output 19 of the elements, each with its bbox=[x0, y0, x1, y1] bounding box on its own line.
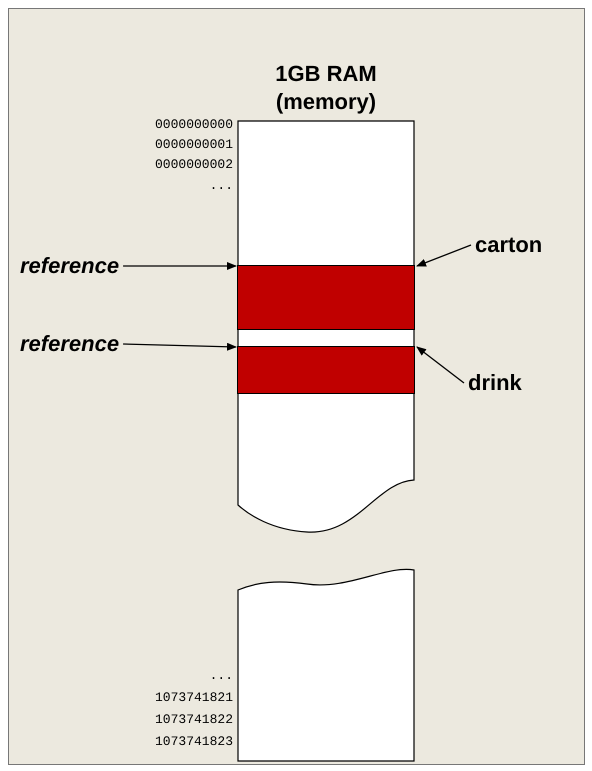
arrow bbox=[123, 262, 237, 270]
arrow bbox=[123, 342, 237, 351]
address-label: 1073741823 bbox=[154, 734, 233, 749]
heading: 1GB RAM (memory) bbox=[274, 60, 378, 116]
pointer-label: reference bbox=[20, 329, 120, 359]
address-label: 0000000001 bbox=[154, 137, 233, 152]
pointer-label: drink bbox=[468, 368, 548, 398]
pointer-label: reference bbox=[20, 251, 120, 281]
memory-block bbox=[237, 265, 415, 330]
pointer-label: carton bbox=[475, 230, 565, 260]
address-label: 0000000002 bbox=[154, 157, 233, 172]
address-label: 1073741822 bbox=[154, 712, 233, 727]
address-label: 0000000000 bbox=[154, 117, 233, 132]
address-label: ... bbox=[208, 178, 233, 193]
address-label: ... bbox=[208, 668, 233, 683]
address-label: 1073741821 bbox=[154, 690, 233, 705]
arrow bbox=[416, 244, 472, 267]
arrow bbox=[416, 346, 464, 384]
memory-block bbox=[237, 346, 415, 394]
